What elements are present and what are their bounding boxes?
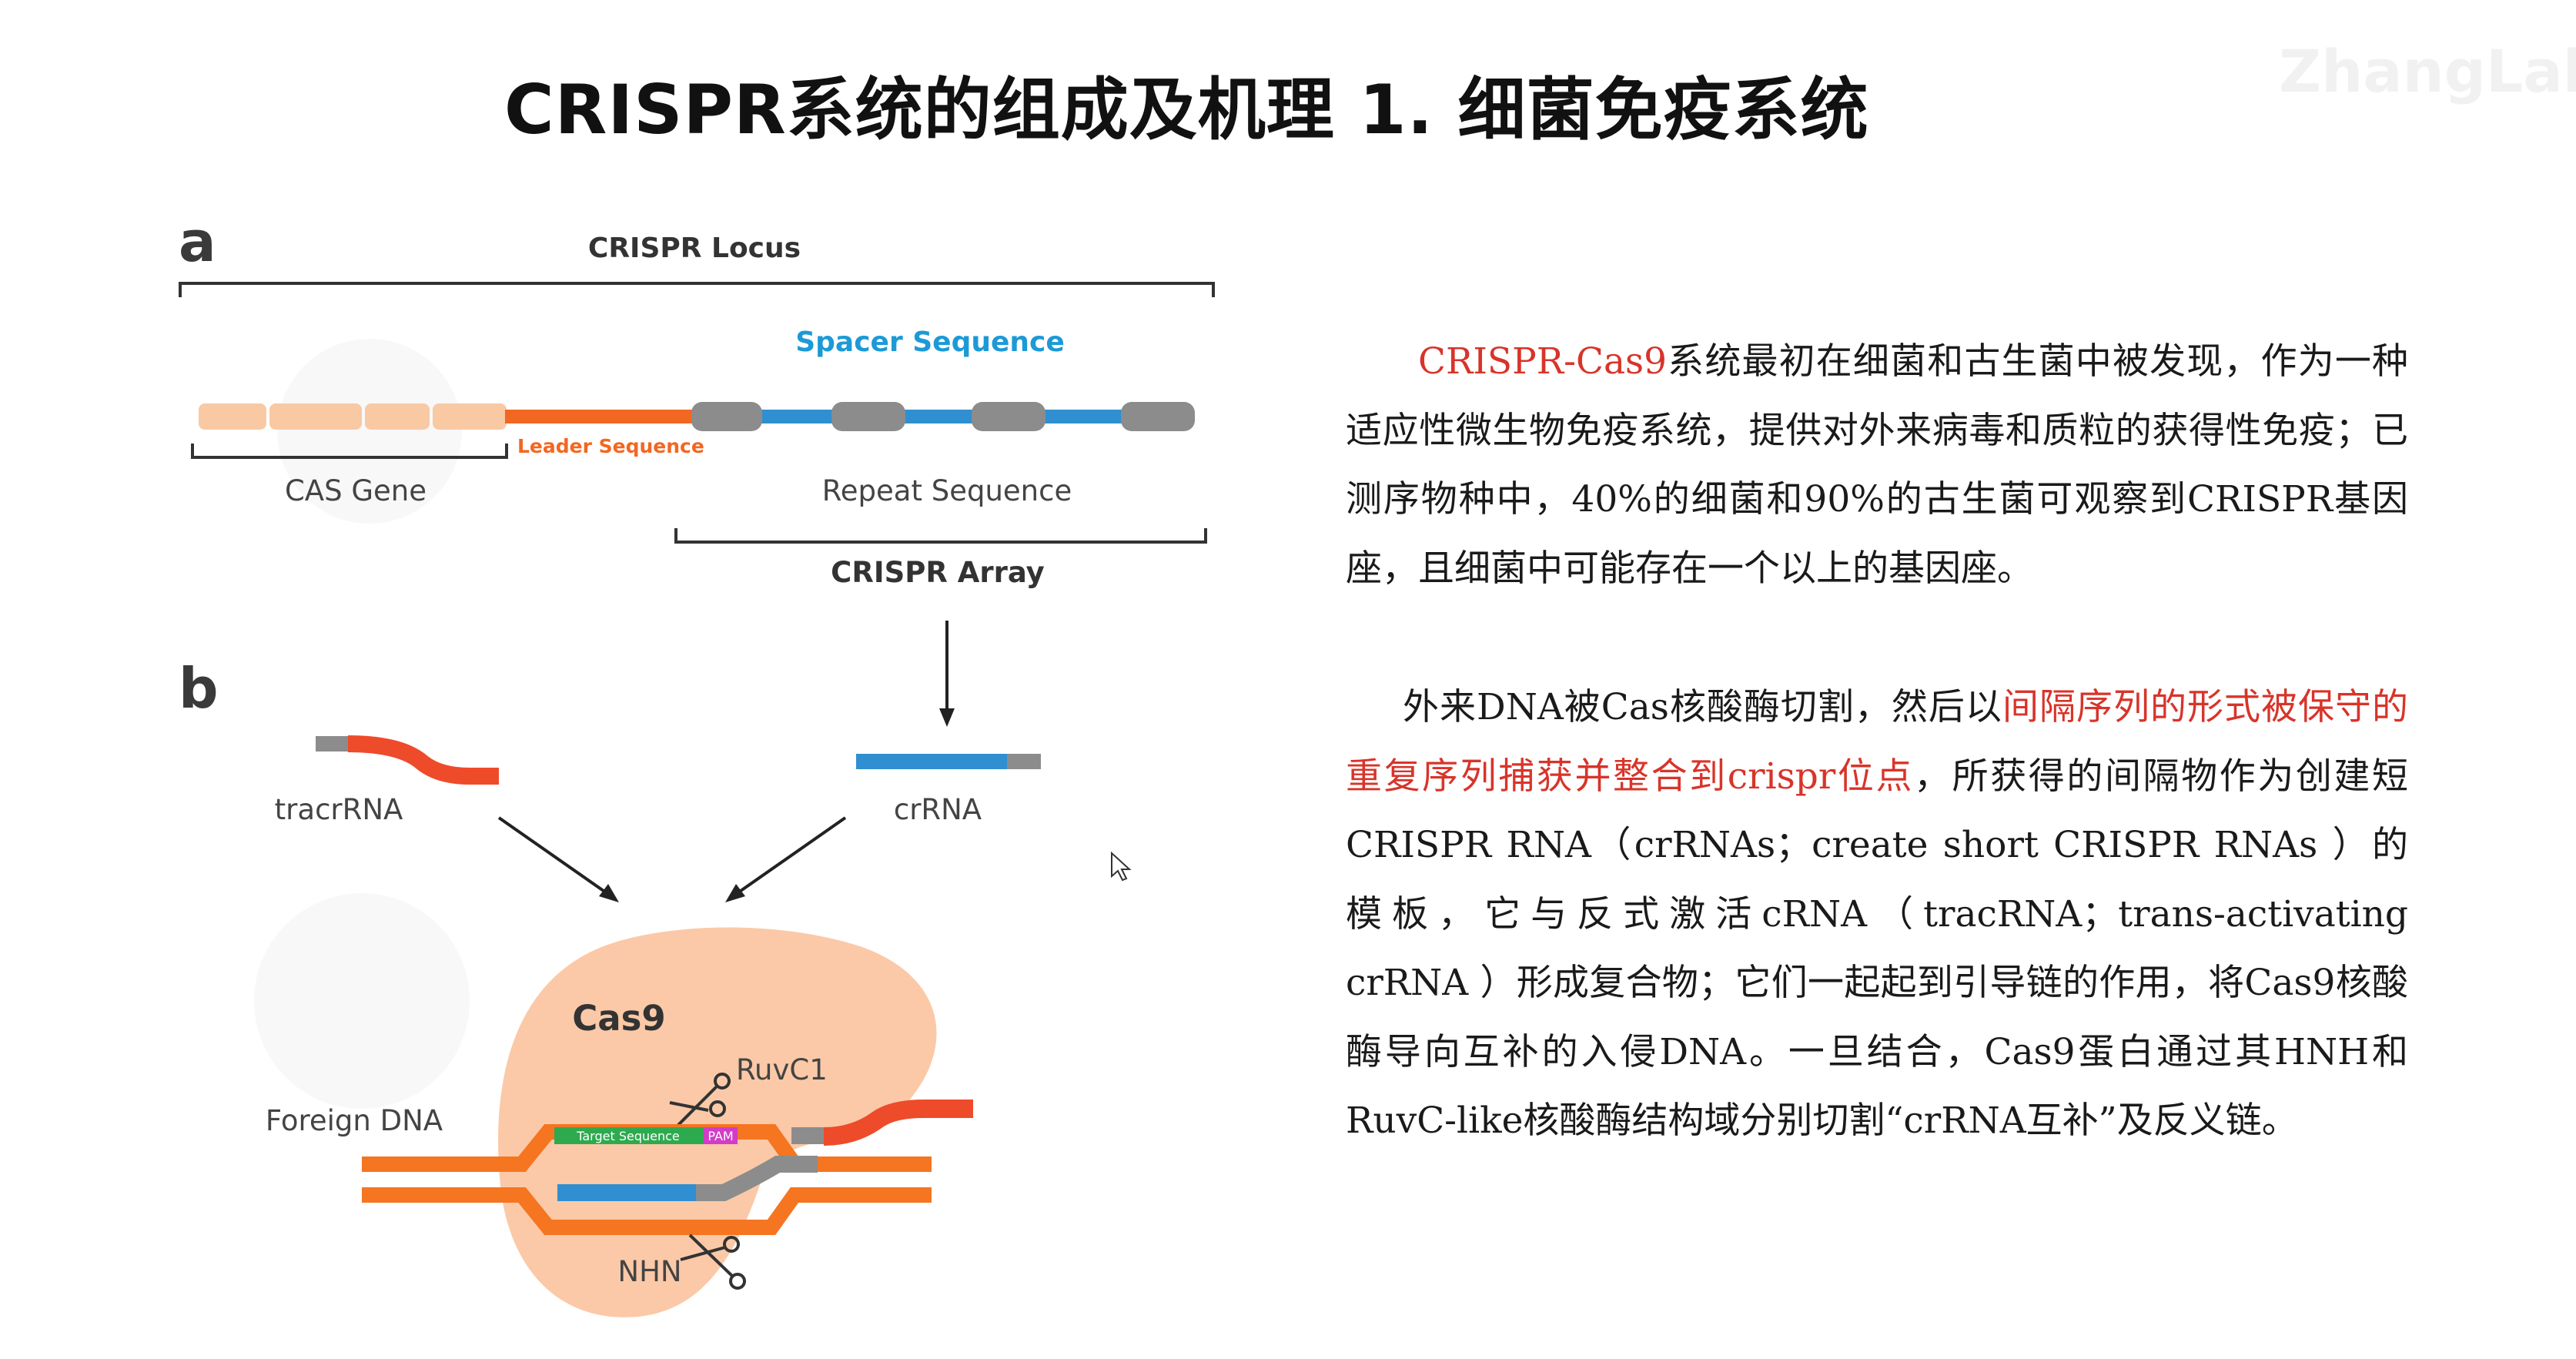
crispr-locus-label: CRISPR Locus [588,233,801,264]
locus-bracket [179,282,1215,297]
repeat-block [972,402,1045,431]
crrna-label: crRNA [894,793,982,826]
paragraph-1-highlight: CRISPR-Cas9 [1418,340,1668,383]
nhn-label: NHN [617,1255,681,1288]
locus-bar [199,402,1195,431]
tracrrna-in-complex [696,1156,818,1201]
cas-gene-block [433,403,507,430]
crrna-molecule [856,754,1041,769]
mouse-cursor-icon [1111,852,1132,882]
ruvc1-label: RuvC1 [736,1053,828,1086]
slide-title: CRISPR系统的组成及机理 1. 细菌免疫系统 [504,70,1869,149]
crrna-in-complex [557,1184,698,1201]
crispr-array-bracket [674,528,1207,544]
pam-bar [704,1127,738,1144]
cas-gene-block [269,403,362,430]
spacer-bar [693,410,1193,423]
target-sequence-label: Target Sequence [576,1129,680,1143]
crispr-array-label: CRISPR Array [831,556,1045,589]
repeat-block [831,402,905,431]
arrow-head [599,884,619,902]
tracrrna-red-tail [823,1100,973,1146]
tracrrna-grey-end [791,1127,825,1144]
cas9-label: Cas9 [572,998,666,1039]
foreign-dna-label: Foreign DNA [266,1104,443,1137]
repeat-sequence-label: Repeat Sequence [822,474,1072,507]
paragraph-2-start: 外来DNA被Cas核酸酶切割，然后以 [1403,686,2002,728]
scissors-icon [680,1233,746,1290]
background-logo [254,339,470,1109]
cas-gene-label: CAS Gene [285,474,427,507]
foreign-dna-bottom-strand [362,1187,932,1235]
paragraph-2-highlight: 间隔序列的形式被保守的重复序列捕获并整合到crispr位点 [1346,686,2408,798]
repeat-block [1121,402,1195,431]
repeat-block [691,402,762,431]
cas-gene-block [199,403,266,430]
watermark: ZhangLab_X [2279,37,2576,105]
spacer-sequence-label: Spacer Sequence [795,326,1065,358]
panel-b-label: b [179,656,219,721]
crispr-figure: CRISPR Locus Spacer Sequence Leader Sequ… [179,233,1215,1317]
paragraph-1: CRISPR-Cas9系统最初在细菌和古生菌中被发现，作为一种适应性微生物免疫系… [1346,327,2408,603]
panel-a-label: a [179,209,216,274]
target-sequence-bar [554,1127,704,1144]
scissors-icon [669,1073,731,1127]
tracrrna-arrow [497,816,613,898]
leader-sequence-label: Leader Sequence [517,435,704,457]
tracrrna-molecule [316,735,499,785]
paragraph-2-text: ，所获得的间隔物作为创建短CRISPR RNA（crRNAs；create sh… [1346,755,2409,1143]
pam-label: PAM [708,1129,733,1143]
cas-gene-block [365,403,430,430]
arrow-head [725,884,745,902]
tracrrna-label: tracrRNA [275,793,403,826]
crrna-arrow [731,816,847,898]
paragraph-1-text: 系统最初在细菌和古生菌中被发现，作为一种适应性微生物免疫系统，提供对外来病毒和质… [1346,340,2408,590]
arrow-head [939,708,955,727]
leader-sequence-bar [505,410,693,423]
paragraph-2: 外来DNA被Cas核酸酶切割，然后以间隔序列的形式被保守的重复序列捕获并整合到c… [1346,673,2408,1156]
cas-gene-bracket [191,444,508,459]
